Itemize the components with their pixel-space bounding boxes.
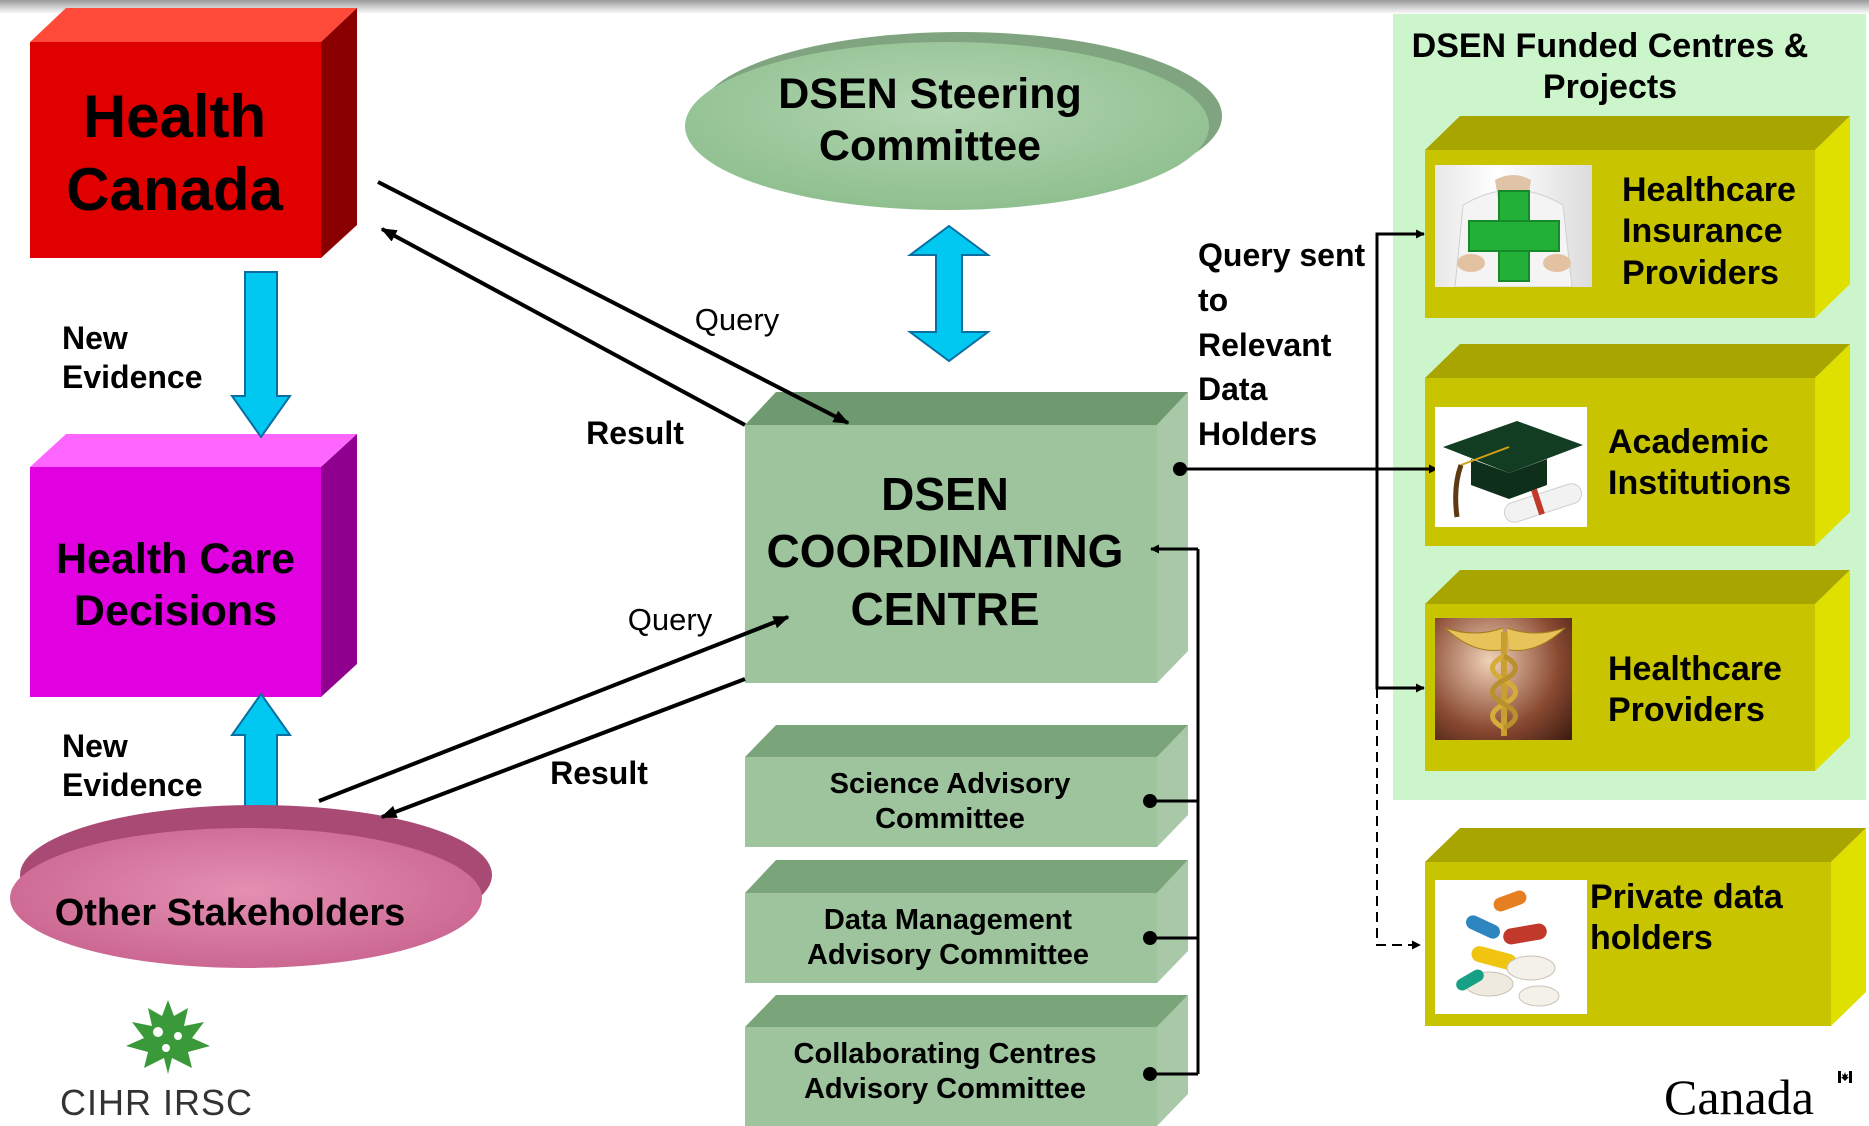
insurance-providers-label: Healthcare Insurance Providers bbox=[1622, 170, 1796, 292]
canada-flag-icon bbox=[1838, 1070, 1852, 1083]
health-care-decisions-box bbox=[30, 434, 357, 697]
funded-centres-title: DSEN Funded Centres & Projects bbox=[1411, 26, 1809, 106]
caduceus-image bbox=[1435, 618, 1572, 740]
data-management-advisory-box bbox=[745, 860, 1188, 983]
new-evidence-top-label: New Evidence bbox=[62, 319, 203, 395]
steering-double-arrow bbox=[906, 224, 992, 363]
steering-committee-label: DSEN Steering Committee bbox=[778, 69, 1082, 170]
doctor-cross-image bbox=[1435, 165, 1592, 287]
committees-feedback-bracket bbox=[1150, 544, 1200, 1076]
result-top-label: Result bbox=[586, 415, 684, 452]
collaborating-centres-advisory-box bbox=[745, 995, 1188, 1126]
new-evidence-arrow-down bbox=[230, 271, 292, 439]
query-arrow-bottom bbox=[318, 615, 790, 803]
science-advisory-box bbox=[745, 725, 1188, 847]
query-sent-dot bbox=[1173, 462, 1187, 476]
query-arrow-top bbox=[377, 180, 850, 425]
cihr-leaf-logo bbox=[118, 996, 218, 1076]
result-arrow-bottom bbox=[380, 677, 746, 819]
data-management-advisory-label: Data Management Advisory Committee bbox=[806, 903, 1089, 971]
academic-institutions-label: Academic Institutions bbox=[1608, 422, 1792, 502]
health-canada-box bbox=[30, 8, 357, 258]
cihr-logo-text: CIHR IRSC bbox=[60, 1082, 254, 1123]
result-arrow-top bbox=[380, 227, 746, 427]
result-bottom-label: Result bbox=[550, 755, 648, 792]
top-bar bbox=[0, 0, 1869, 14]
collaborating-centres-advisory-label: Collaborating Centres Advisory Committee bbox=[793, 1037, 1097, 1105]
health-canada-label: Health Canada bbox=[66, 82, 283, 223]
healthcare-providers-label: Healthcare Providers bbox=[1608, 649, 1782, 729]
pills-image bbox=[1435, 880, 1587, 1014]
new-evidence-bottom-label: New Evidence bbox=[62, 727, 203, 803]
health-care-decisions-label: Health Care Decisions bbox=[56, 534, 295, 635]
coordinating-centre-box bbox=[745, 392, 1188, 683]
steering-committee-ellipse bbox=[685, 32, 1222, 210]
science-advisory-label: Science Advisory Committee bbox=[829, 767, 1071, 835]
other-stakeholders-ellipse bbox=[10, 805, 492, 968]
private-data-holders-label: Private data holders bbox=[1590, 877, 1783, 957]
query-bottom-label: Query bbox=[627, 602, 713, 638]
other-stakeholders-label: Other Stakeholders bbox=[54, 891, 406, 934]
query-top-label: Query bbox=[694, 302, 780, 338]
query-sent-label: Query sent to Relevant Data Holders bbox=[1198, 237, 1366, 453]
canada-wordmark: Canada bbox=[1664, 1069, 1814, 1125]
coordinating-centre-label: DSEN COORDINATING CENTRE bbox=[766, 467, 1124, 635]
private-holders-dashed-connector bbox=[1376, 688, 1421, 950]
graduation-cap-image bbox=[1435, 407, 1587, 527]
